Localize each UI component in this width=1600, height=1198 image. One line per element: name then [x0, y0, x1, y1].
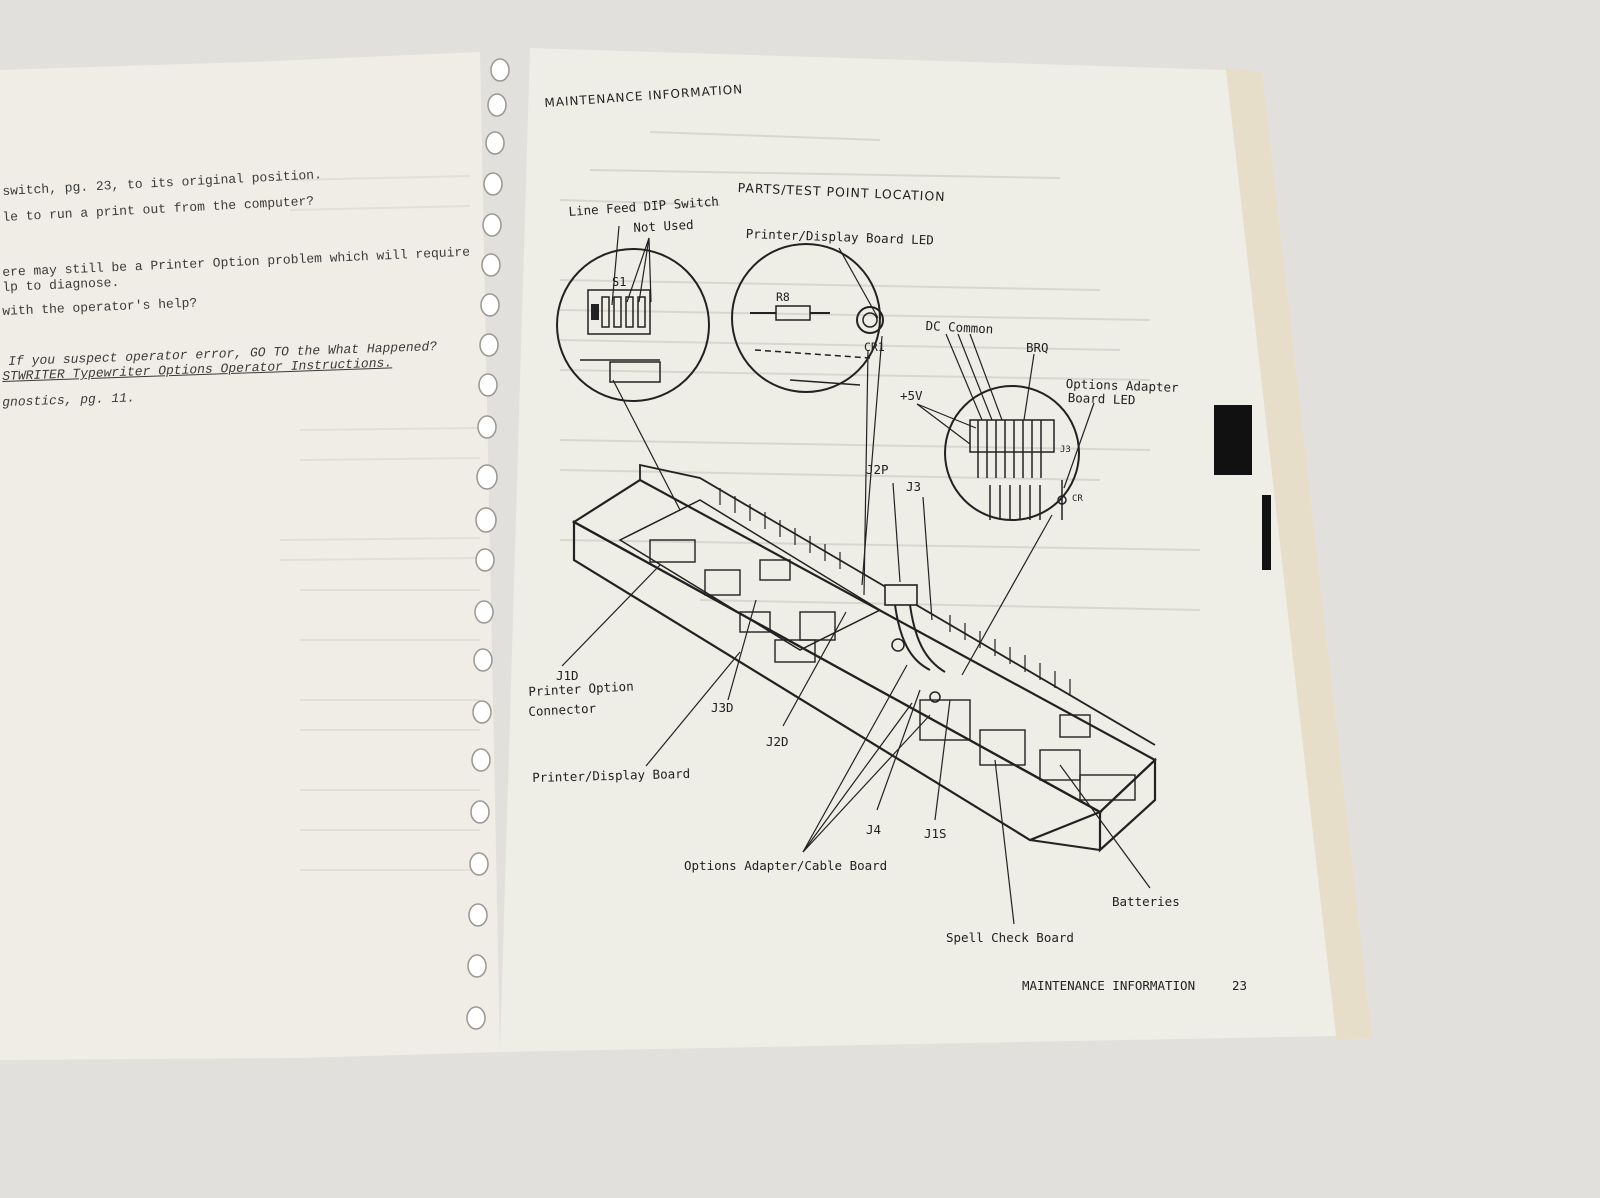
- label-j1d: J1D: [556, 668, 579, 683]
- label-j3: J3: [906, 479, 922, 494]
- label-j2d: J2D: [766, 734, 789, 749]
- tab-page: [1226, 68, 1372, 1040]
- faint-backside-text: [559, 131, 1201, 611]
- label-j1s: J1S: [924, 826, 947, 841]
- dip-switch-detail-circle: [556, 248, 710, 402]
- label-spell-check-board: Spell Check Board: [946, 930, 1074, 945]
- label-options-adapter-cable-board: Options Adapter/Cable Board: [684, 858, 888, 873]
- label-cr-inner: CR: [1072, 494, 1083, 504]
- footer-label: MAINTENANCE INFORMATION: [1022, 978, 1196, 993]
- diagram-drawing: [556, 225, 1157, 925]
- label-j4: J4: [866, 822, 882, 837]
- connector-detail-circle: [944, 385, 1080, 521]
- label-batteries: Batteries: [1112, 894, 1180, 909]
- faint-left-text: [279, 175, 481, 871]
- label-j3d: J3D: [711, 700, 734, 715]
- right-page: [500, 48, 1336, 1052]
- label-options-adapter-led-2: Board LED: [1067, 390, 1136, 408]
- label-r8: R8: [776, 290, 790, 304]
- page-number: 23: [1232, 978, 1248, 993]
- binder-rings: [466, 58, 510, 1030]
- label-brq: BRQ: [1026, 340, 1049, 355]
- label-plus-5v: +5V: [900, 388, 923, 403]
- black-tab-marker-2: [1262, 495, 1271, 570]
- label-s1: S1: [612, 275, 627, 289]
- left-page: [0, 52, 500, 1060]
- black-tab-marker: [1214, 405, 1252, 475]
- led-detail-circle: [731, 243, 881, 393]
- label-j2p: J2P: [866, 462, 889, 477]
- label-not-used: Not Used: [633, 216, 694, 235]
- label-cr1: CR1: [864, 340, 885, 354]
- label-j3-inner: J3: [1060, 445, 1071, 455]
